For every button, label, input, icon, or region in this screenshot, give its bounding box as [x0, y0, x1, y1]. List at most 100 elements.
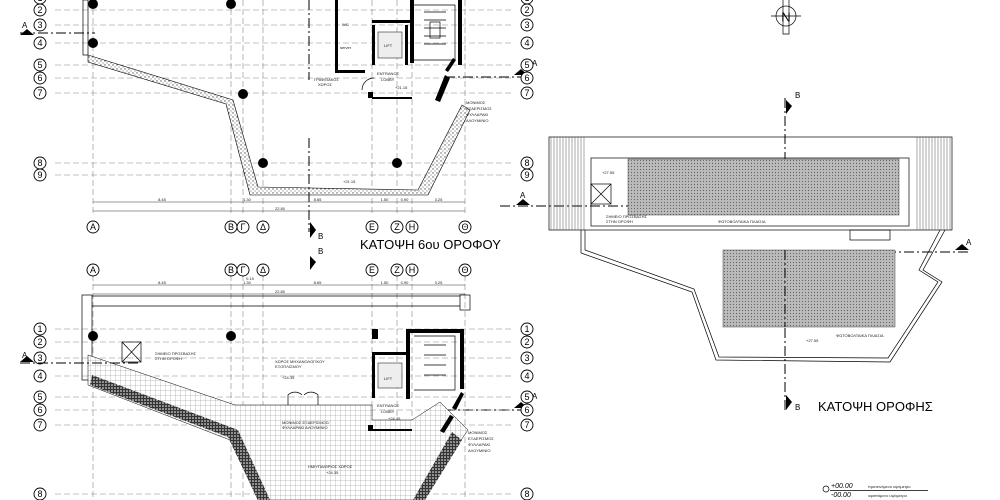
dimension-value: 1.50: [381, 197, 390, 202]
grid-bubble-label: Δ: [260, 265, 266, 275]
plan-6th-title: ΚΑΤΟΨΗ 6ου ΟΡΟΦΟΥ: [360, 237, 501, 252]
dimension-value: 1.30: [243, 280, 252, 285]
grid-bubble-label: 5: [524, 60, 529, 70]
svg-text:A: A: [532, 59, 538, 68]
grid-bubble-label: Η: [409, 265, 416, 275]
elevation-symbol-icon: [822, 485, 830, 493]
grid-bubble-row: [33, 369, 47, 383]
grid-bubble-label: 6: [37, 405, 42, 415]
grid-bubble-label: 4: [524, 38, 529, 48]
svg-text:A: A: [520, 191, 526, 200]
core-walls: [335, 0, 462, 102]
planter-band: [87, 54, 471, 196]
structural-column: [88, 0, 98, 9]
grid-bubble-row: [520, 351, 534, 365]
elevation-mark-terrace: +21.15: [343, 179, 356, 184]
semi-open-label: ΗΜΙΥΠΑΙΘΡΙΟΣ ΧΩΡΟΣ: [308, 464, 353, 469]
structural-column: [258, 158, 268, 168]
grid-bubble-column: [365, 220, 379, 234]
grid-bubble-label: Δ: [260, 222, 266, 232]
parapet-edge-hatch: [550, 137, 951, 230]
grid-bubble-row: [520, 487, 534, 500]
grid-bubble-row: [33, 322, 47, 336]
pv-panels-upper: [627, 158, 900, 216]
north-arrow: N: [771, 0, 801, 35]
grid-bubble-column: [390, 263, 404, 277]
grid-bubble-label: 6: [524, 405, 529, 415]
grid-bubble-label: 4: [37, 38, 42, 48]
grid-bubble-label: 1: [37, 0, 42, 3]
structural-column: [226, 0, 236, 9]
dimension-value: 0.90: [401, 280, 410, 285]
grid-bubble-label: 5: [37, 392, 42, 402]
svg-text:A: A: [966, 238, 972, 247]
dimension-value: 1.30: [243, 197, 252, 202]
grid-bubble-label: 1: [524, 324, 529, 334]
grid-bubble-label: 8: [524, 158, 529, 168]
roof-parapet: [548, 136, 953, 231]
grid-bubble-row: [520, 58, 534, 72]
dimension-value: 1.50: [381, 280, 390, 285]
grid-bubble-label: 1: [37, 324, 42, 334]
roof-access-hatch: [121, 341, 142, 363]
west-wall: [81, 294, 93, 381]
grid-bubble-row: [33, 71, 47, 85]
grid-bubble-label: Ζ: [394, 265, 400, 275]
grid-bubble-label: Α: [90, 265, 96, 275]
grid-bubble-label: Ε: [369, 222, 375, 232]
grid-bubble-row: [33, 18, 47, 32]
grid-bubble-row: [33, 403, 47, 417]
server-label: server: [340, 45, 352, 50]
roof-access-hatch: [590, 183, 612, 205]
structural-column: [392, 158, 402, 168]
dimension-value: 3.25: [435, 280, 444, 285]
grid-bubble-row: [33, 418, 47, 432]
legend-existing-value: -00.00: [831, 492, 851, 499]
grid-bubble-row: [520, 390, 534, 404]
grid-bubble-label: 4: [37, 371, 42, 381]
structural-column: [238, 89, 248, 99]
grid-bubble-column: [405, 263, 419, 277]
elevation-legend: +00.00 -00.00 προτεινόμενο υψόμετρο υφισ…: [822, 483, 928, 499]
grid-bubble-label: Θ: [461, 222, 468, 232]
grid-bubble-label: 9: [37, 170, 42, 180]
grid-bubble-row: [520, 71, 534, 85]
grid-bubble-row: [520, 335, 534, 349]
grid-bubble-label: Β: [228, 222, 234, 232]
west-wall: [82, 0, 89, 56]
grid-bubble-label: 3: [524, 20, 529, 30]
grid-bubble-label: Β: [228, 265, 234, 275]
pv-panels-lower: [722, 249, 896, 328]
grid-bubble-row: [33, 335, 47, 349]
grid-bubble-label: 2: [37, 337, 42, 347]
planter-band: [90, 375, 270, 500]
grid-bubble-label: Θ: [461, 265, 468, 275]
grid-bubble-column: [256, 263, 270, 277]
grid-bubble-column: [405, 220, 419, 234]
grid-bubble-label: 8: [524, 489, 529, 499]
grid-bubble-label: 8: [37, 158, 42, 168]
grid-bubble-column: [86, 263, 100, 277]
svg-text:A: A: [532, 392, 538, 401]
dimension-value: 3.25: [435, 197, 444, 202]
grid-bubble-column: [256, 220, 270, 234]
grid-bubble-column: [86, 220, 100, 234]
grid-bubble-column: [458, 220, 472, 234]
dimension-total: 22.80: [275, 289, 286, 294]
grid-bubble-row: [33, 36, 47, 50]
svg-text:B: B: [318, 232, 323, 241]
dimension-value: 0.90: [401, 197, 410, 202]
dimension-value: 8.45: [158, 280, 167, 285]
grid-bubble-column: [390, 220, 404, 234]
grid-bubble-row: [33, 3, 47, 17]
section-lines: A A B B B B A A: [20, 0, 972, 412]
grid-bubble-row: [520, 3, 534, 17]
grid-bubble-row: [520, 86, 534, 100]
grid-bubble-label: Ε: [369, 265, 375, 275]
grid-bubble-label: 3: [37, 20, 42, 30]
